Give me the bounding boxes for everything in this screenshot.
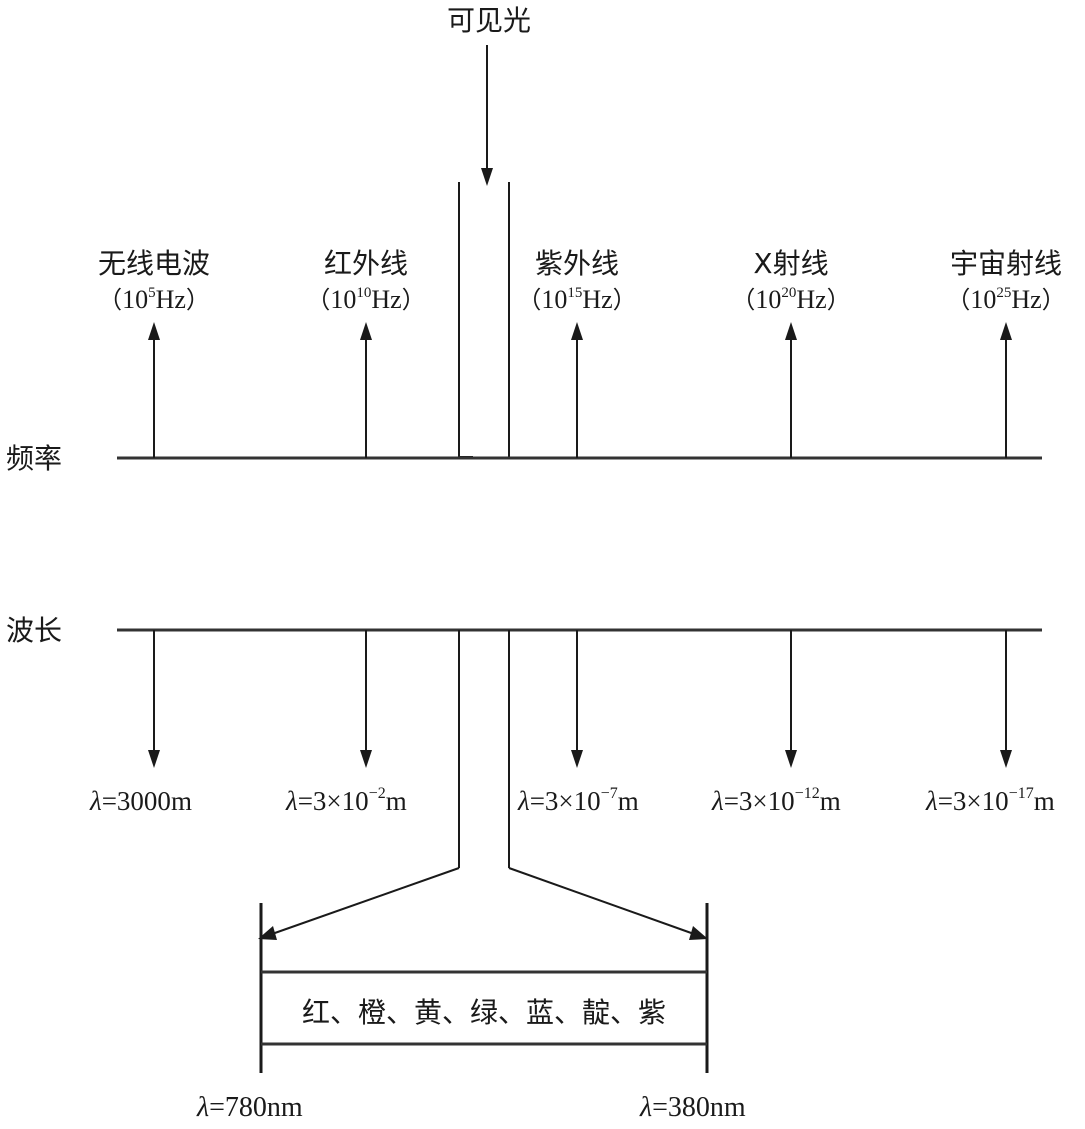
- band-wavelength-arrowhead: [785, 750, 797, 768]
- visible-range-left: λ=780nm: [196, 1092, 303, 1123]
- visible-spread-right-head: [689, 926, 708, 940]
- wavelength-axis-label: 波长: [6, 614, 62, 647]
- band-name: 宇宙射线: [950, 247, 1062, 280]
- visible-colors-list: 红、橙、黄、绿、蓝、靛、紫: [302, 996, 666, 1029]
- band-frequency: （1010Hz）: [306, 285, 425, 314]
- visible-spread-left-head: [258, 926, 277, 940]
- band-name: 无线电波: [98, 247, 210, 280]
- band-frequency: （1015Hz）: [517, 285, 636, 314]
- band-frequency-arrowhead: [785, 322, 797, 340]
- band-wavelength-arrowhead: [148, 750, 160, 768]
- band-wavelength: λ=3×10−12m: [711, 785, 841, 816]
- band-wavelength-arrowhead: [571, 750, 583, 768]
- band-wavelength-arrowhead: [360, 750, 372, 768]
- visible-light-arrowhead: [481, 168, 493, 186]
- band-2: 红外线 （1010Hz） λ=3×10−2m: [285, 247, 426, 816]
- band-frequency: （1025Hz）: [946, 285, 1065, 314]
- band-frequency-arrowhead: [360, 322, 372, 340]
- band-4: X射线 （1020Hz） λ=3×10−12m: [711, 247, 851, 816]
- band-frequency: （105Hz）: [98, 285, 210, 314]
- band-frequency-arrowhead: [148, 322, 160, 340]
- band-wavelength-arrowhead: [1000, 750, 1012, 768]
- visible-range-right: λ=380nm: [639, 1092, 746, 1123]
- band-5: 宇宙射线 （1025Hz） λ=3×10−17m: [925, 247, 1066, 816]
- bands-layer: 无线电波 （105Hz） λ=3000m 红外线 （1010Hz） λ=3×10−2m 紫外…: [89, 247, 1066, 816]
- band-wavelength: λ=3×10−7m: [517, 785, 639, 816]
- band-frequency: （1020Hz）: [731, 285, 850, 314]
- band-wavelength: λ=3000m: [89, 786, 192, 816]
- frequency-axis-label: 频率: [6, 442, 62, 475]
- visible-spread-right: [508, 867, 695, 935]
- visible-light-label: 可见光: [447, 4, 531, 37]
- band-frequency-arrowhead: [1000, 322, 1012, 340]
- band-name: 紫外线: [535, 247, 619, 280]
- band-wavelength: λ=3×10−17m: [925, 785, 1055, 816]
- visible-spread-left: [271, 867, 460, 935]
- band-wavelength: λ=3×10−2m: [285, 785, 407, 816]
- band-name: 红外线: [324, 247, 408, 280]
- band-3: 紫外线 （1015Hz） λ=3×10−7m: [517, 247, 639, 816]
- band-name: X射线: [753, 247, 828, 280]
- band-1: 无线电波 （105Hz） λ=3000m: [89, 247, 210, 816]
- band-frequency-arrowhead: [571, 322, 583, 340]
